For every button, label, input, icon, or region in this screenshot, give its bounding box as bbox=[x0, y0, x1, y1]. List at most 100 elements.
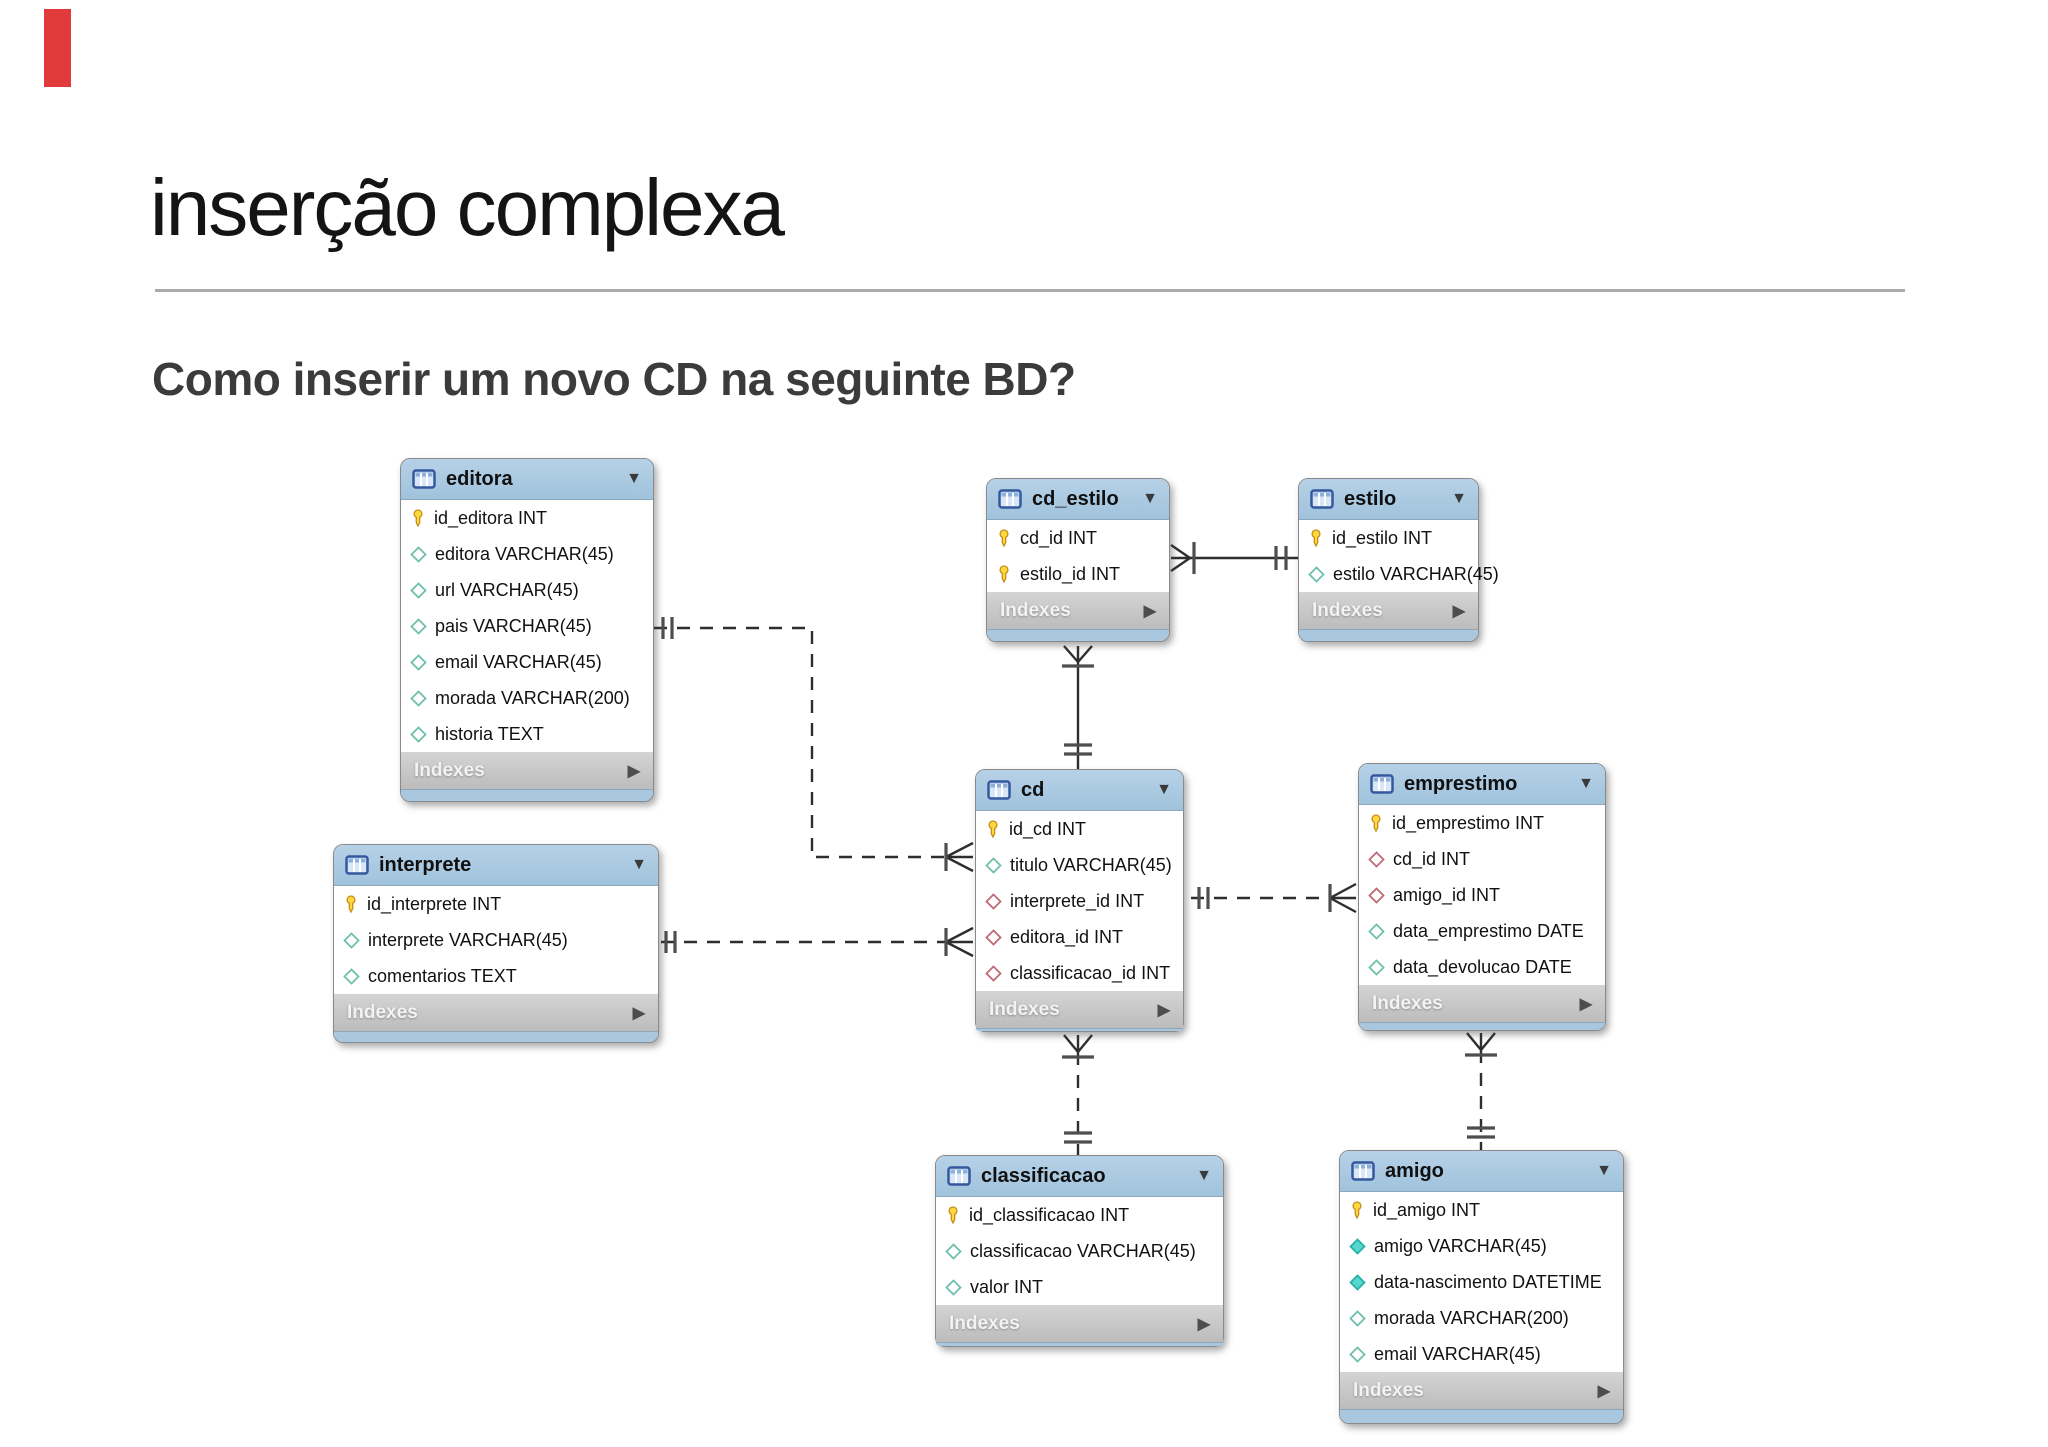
field-row: editora VARCHAR(45) bbox=[401, 536, 653, 572]
field-row: id_estilo INT bbox=[1299, 520, 1478, 556]
field-label: id_emprestimo INT bbox=[1392, 812, 1545, 833]
field-label: estilo VARCHAR(45) bbox=[1333, 563, 1499, 584]
attribute-diamond-icon bbox=[945, 1242, 962, 1260]
field-row: interprete_id INT bbox=[976, 883, 1183, 919]
indexes-bar: Indexes▶ bbox=[976, 991, 1183, 1028]
field-row: valor INT bbox=[936, 1269, 1223, 1305]
indexes-label: Indexes bbox=[989, 998, 1060, 1020]
primary-key-icon bbox=[346, 895, 356, 913]
attribute-diamond-icon bbox=[343, 967, 360, 985]
notnull-diamond-icon bbox=[1349, 1273, 1366, 1291]
attribute-diamond-icon bbox=[410, 653, 427, 671]
primary-key-icon bbox=[413, 509, 423, 527]
field-row: amigo VARCHAR(45) bbox=[1340, 1228, 1623, 1264]
field-label: cd_id INT bbox=[1020, 527, 1098, 548]
relationship-cd-emprestimo bbox=[1191, 882, 1357, 914]
field-row: classificacao_id INT bbox=[976, 955, 1183, 991]
primary-key-icon bbox=[1352, 1201, 1362, 1219]
field-row: amigo_id INT bbox=[1359, 877, 1605, 913]
field-label: pais VARCHAR(45) bbox=[435, 615, 592, 636]
field-label: id_estilo INT bbox=[1332, 527, 1433, 548]
primary-key-icon bbox=[999, 565, 1009, 583]
indexes-bar: Indexes▶ bbox=[334, 994, 658, 1031]
table-estilo: estilo▼ id_estilo INT estilo VARCHAR(45) In… bbox=[1298, 478, 1499, 642]
table-name: emprestimo bbox=[1404, 772, 1518, 795]
table-name: amigo bbox=[1385, 1159, 1444, 1182]
field-row: data_devolucao DATE bbox=[1359, 949, 1605, 985]
table-footer bbox=[976, 1028, 1183, 1031]
collapse-arrow-icon: ▼ bbox=[1451, 490, 1467, 507]
collapse-arrow-icon: ▼ bbox=[1578, 775, 1594, 792]
indexes-bar: Indexes▶ bbox=[987, 592, 1169, 629]
subtitle: Como inserir um novo CD na seguinte BD? bbox=[152, 353, 1076, 405]
field-label: estilo_id INT bbox=[1020, 563, 1121, 584]
table-icon bbox=[345, 855, 369, 875]
field-row: classificacao VARCHAR(45) bbox=[936, 1233, 1223, 1269]
collapse-arrow-icon: ▼ bbox=[1596, 1162, 1612, 1179]
field-label: data-nascimento DATETIME bbox=[1374, 1271, 1602, 1292]
field-row: id_editora INT bbox=[401, 500, 653, 536]
field-label: email VARCHAR(45) bbox=[435, 651, 602, 672]
field-row: id_cd INT bbox=[976, 811, 1183, 847]
table-icon bbox=[1351, 1161, 1375, 1181]
expand-arrow-icon: ▶ bbox=[1597, 1382, 1610, 1400]
attribute-diamond-icon bbox=[1308, 565, 1325, 583]
collapse-arrow-icon: ▼ bbox=[1156, 781, 1172, 798]
field-row: cd_id INT bbox=[1359, 841, 1605, 877]
table-emprestimo: emprestimo ▼ id_emprestimo INT cd_id INT ami… bbox=[1358, 763, 1606, 1031]
collapse-arrow-icon: ▼ bbox=[1196, 1167, 1212, 1184]
primary-key-icon bbox=[988, 820, 998, 838]
attribute-diamond-icon bbox=[1368, 958, 1385, 976]
field-row: email VARCHAR(45) bbox=[401, 644, 653, 680]
indexes-bar: Indexes ▶ bbox=[936, 1305, 1223, 1342]
table-footer bbox=[1359, 1022, 1605, 1030]
expand-arrow-icon: ▶ bbox=[1197, 1315, 1210, 1333]
table-footer bbox=[401, 789, 653, 801]
table-header: estilo▼ bbox=[1299, 479, 1478, 520]
table-header: classificacao▼ bbox=[936, 1156, 1223, 1197]
table-footer bbox=[334, 1031, 658, 1042]
field-label: id_classificacao INT bbox=[969, 1204, 1130, 1225]
field-label: url VARCHAR(45) bbox=[435, 579, 579, 600]
table-header: interprete▼ bbox=[334, 845, 658, 886]
field-row: data_emprestimo DATE bbox=[1359, 913, 1605, 949]
title-divider bbox=[155, 289, 1905, 292]
table-icon bbox=[1310, 489, 1334, 509]
table-name: interprete bbox=[379, 853, 472, 876]
indexes-bar: Indexes▶ bbox=[1299, 592, 1478, 629]
relationship-cdestilo-estilo bbox=[1170, 542, 1298, 574]
foreign-key-diamond-icon bbox=[1368, 850, 1385, 868]
indexes-label: Indexes bbox=[949, 1312, 1020, 1334]
collapse-arrow-icon: ▼ bbox=[626, 470, 642, 487]
indexes-label: Indexes bbox=[414, 759, 485, 781]
field-label: morada VARCHAR(200) bbox=[1374, 1307, 1569, 1328]
relationship-emprestimo-amigo bbox=[1465, 1032, 1497, 1150]
relationship-editora-cd bbox=[654, 617, 974, 873]
table-classificacao: classificacao▼ id_classificacao INT classi… bbox=[935, 1155, 1224, 1347]
indexes-label: Indexes bbox=[1312, 599, 1383, 621]
indexes-label: Indexes bbox=[1000, 599, 1071, 621]
attribute-diamond-icon bbox=[410, 689, 427, 707]
indexes-label: Indexes bbox=[1372, 992, 1443, 1014]
field-label: interprete_id INT bbox=[1010, 890, 1145, 911]
field-row: estilo VARCHAR(45) bbox=[1299, 556, 1499, 592]
field-label: amigo VARCHAR(45) bbox=[1374, 1235, 1547, 1256]
field-label: cd_id INT bbox=[1393, 848, 1471, 869]
attribute-diamond-icon bbox=[1368, 922, 1385, 940]
field-row: comentarios TEXT bbox=[334, 958, 658, 994]
indexes-bar: Indexes▶ bbox=[1340, 1372, 1623, 1409]
table-fields: id_estilo INT estilo VARCHAR(45) bbox=[1299, 520, 1499, 592]
indexes-bar: Indexes▶ bbox=[1359, 985, 1605, 1022]
primary-key-icon bbox=[1371, 814, 1381, 832]
table-footer bbox=[1299, 629, 1478, 641]
attribute-diamond-icon bbox=[945, 1278, 962, 1296]
table-icon bbox=[1370, 774, 1394, 794]
field-row: editora_id INT bbox=[976, 919, 1183, 955]
